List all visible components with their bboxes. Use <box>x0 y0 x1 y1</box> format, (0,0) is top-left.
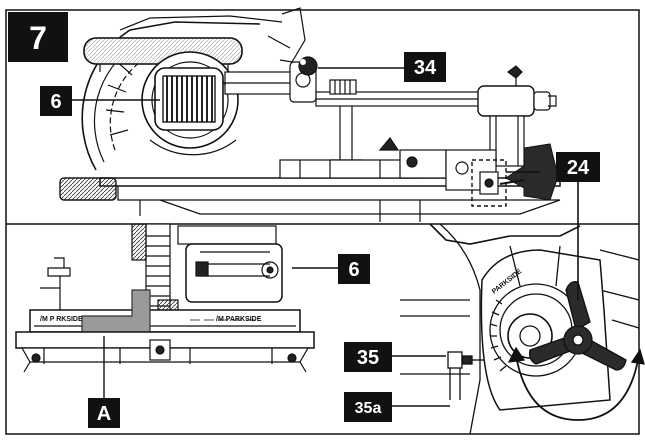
svg-text:6: 6 <box>348 259 359 281</box>
svg-text:A: A <box>97 403 111 425</box>
top-panel-saw-side-view <box>59 7 561 222</box>
svg-text:6: 6 <box>50 91 61 113</box>
callout-24: 24 <box>556 152 600 182</box>
figure-number-callout: 7 <box>8 12 68 62</box>
callout-35a: 35a <box>344 392 392 422</box>
svg-text:24: 24 <box>567 157 590 179</box>
bottom-right-detail-view <box>400 178 645 435</box>
callout-6-top: 6 <box>40 86 72 116</box>
callout-34: 34 <box>404 52 446 82</box>
callout-A: A <box>88 398 120 428</box>
leader-lines <box>72 67 540 407</box>
scale-label-left: /M P RKSIDE <box>40 316 83 323</box>
svg-text:35: 35 <box>357 347 379 369</box>
fence-scale-labels: /M P RKSIDE /M PARKSIDE <box>40 316 262 323</box>
figure-number: 7 <box>29 20 47 56</box>
svg-text:35a: 35a <box>355 400 382 417</box>
callout-35: 35 <box>344 342 392 372</box>
svg-text:34: 34 <box>414 57 437 79</box>
scale-label-right: /M PARKSIDE <box>216 316 262 323</box>
outer-frame <box>5 9 640 435</box>
callout-6-bottom: 6 <box>338 254 370 284</box>
bottom-left-front-view <box>15 223 315 373</box>
